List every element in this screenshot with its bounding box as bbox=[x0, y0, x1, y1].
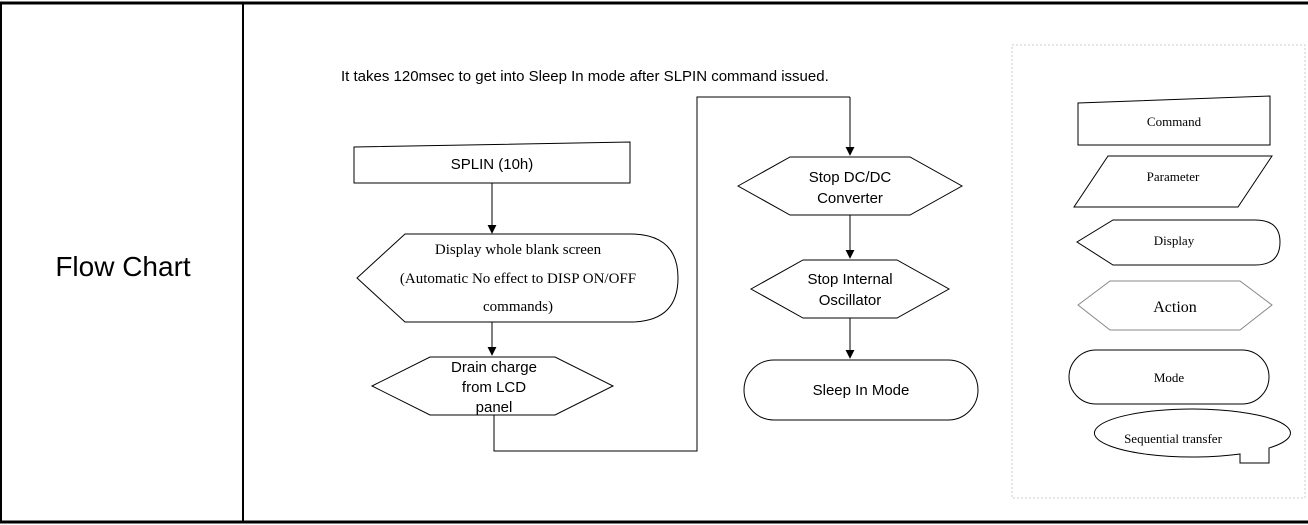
stop-oscillator-line-1: Stop Internal bbox=[807, 271, 892, 288]
stop-dcdc-line-1: Stop DC/DC bbox=[809, 169, 892, 186]
drain-label-line-2: from LCD bbox=[462, 379, 526, 396]
legend-display-label: Display bbox=[1154, 233, 1195, 248]
legend-mode-label: Mode bbox=[1154, 370, 1185, 385]
drain-label-line-1: Drain charge bbox=[451, 359, 537, 376]
command-shape bbox=[353, 141, 631, 184]
command-label: SPLIN (10h) bbox=[451, 156, 534, 173]
legend-box bbox=[1011, 44, 1306, 499]
sleep-in-mode-label: Sleep In Mode bbox=[813, 382, 910, 399]
legend-mode-shape bbox=[1068, 349, 1270, 405]
legend-action-shape bbox=[1077, 280, 1273, 331]
legend-sequential-shape bbox=[1093, 408, 1291, 464]
display-label-line-2: (Automatic No effect to DISP ON/OFF bbox=[400, 271, 636, 287]
connector-drain-to-dcdc bbox=[493, 96, 850, 452]
stop-oscillator-line-2: Oscillator bbox=[819, 292, 882, 309]
legend-action-label: Action bbox=[1153, 299, 1197, 316]
legend-command-shape bbox=[1077, 95, 1271, 146]
row-label: Flow Chart bbox=[55, 251, 191, 282]
stop-dcdc-line-2: Converter bbox=[817, 190, 883, 207]
drain-action-shape bbox=[370, 356, 615, 416]
legend-sequential-label: Sequential transfer bbox=[1124, 431, 1222, 446]
legend-command-label: Command bbox=[1147, 114, 1202, 129]
stop-oscillator-shape bbox=[749, 259, 951, 319]
drain-label-line-3: panel bbox=[476, 399, 513, 416]
legend-display-shape bbox=[1076, 219, 1281, 266]
display-label-line-3: commands) bbox=[483, 299, 553, 315]
legend-parameter-shape bbox=[1073, 155, 1273, 208]
sleep-in-mode-shape bbox=[743, 359, 979, 421]
timing-note: It takes 120msec to get into Sleep In mo… bbox=[341, 68, 829, 85]
stop-dcdc-shape bbox=[736, 156, 964, 216]
display-shape bbox=[356, 233, 679, 323]
display-label-line-1: Display whole blank screen bbox=[435, 242, 602, 258]
legend-parameter-label: Parameter bbox=[1147, 169, 1200, 184]
